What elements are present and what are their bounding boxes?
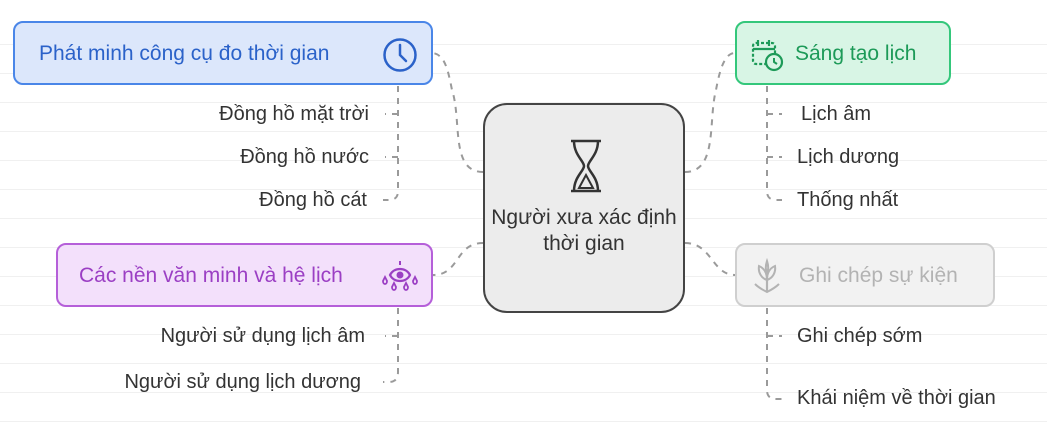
hourglass-icon bbox=[563, 137, 609, 200]
leaf-tools-0: Đồng hồ mặt trời bbox=[219, 103, 369, 125]
leaf-calendar-2: Thống nhất bbox=[797, 189, 899, 211]
center-title: Người xưa xác định thời gian bbox=[491, 206, 677, 255]
connector-civ-leaves bbox=[383, 308, 399, 383]
leaf-calendar-0: Lịch âm bbox=[801, 103, 872, 125]
branch-records[interactable]: Ghi chép sự kiện bbox=[735, 243, 995, 307]
branch-calendar[interactable]: Sáng tạo lịch bbox=[735, 21, 951, 85]
center-node[interactable]: Người xưa xác định thời gian bbox=[483, 103, 685, 313]
leaf-records-1: Khái niệm về thời gian bbox=[797, 387, 996, 409]
calendar-clock-icon bbox=[749, 37, 785, 79]
leaf-tools-2: Đồng hồ cát bbox=[259, 189, 367, 211]
leaf-records-0: Ghi chép sớm bbox=[797, 325, 923, 347]
connector-calendar-leaves bbox=[766, 86, 782, 201]
branch-civilizations-label: Các nền văn minh và hệ lịch bbox=[79, 264, 343, 287]
branch-tools-label: Phát minh công cụ đo thời gian bbox=[39, 42, 330, 65]
branch-tools[interactable]: Phát minh công cụ đo thời gian bbox=[13, 21, 433, 85]
branch-civilizations[interactable]: Các nền văn minh và hệ lịch bbox=[56, 243, 433, 307]
hand-plant-icon bbox=[749, 257, 785, 302]
leaf-civ-1: Người sử dụng lịch dương bbox=[124, 371, 361, 393]
connector-tools-leaves bbox=[383, 86, 399, 201]
leaf-calendar-1: Lịch dương bbox=[797, 146, 900, 168]
connector-center-records bbox=[684, 242, 736, 276]
connector-center-civilizations bbox=[432, 242, 484, 276]
connector-center-calendar bbox=[684, 52, 736, 173]
leaf-tools-1: Đồng hồ nước bbox=[240, 146, 369, 168]
branch-calendar-label: Sáng tạo lịch bbox=[795, 42, 917, 65]
branch-records-label: Ghi chép sự kiện bbox=[799, 264, 958, 287]
clock-icon bbox=[382, 37, 418, 79]
leaf-civ-0: Người sử dụng lịch âm bbox=[160, 325, 365, 347]
connector-records-leaves bbox=[766, 308, 782, 400]
connector-center-tools bbox=[432, 52, 484, 173]
eye-drops-icon bbox=[380, 259, 420, 301]
